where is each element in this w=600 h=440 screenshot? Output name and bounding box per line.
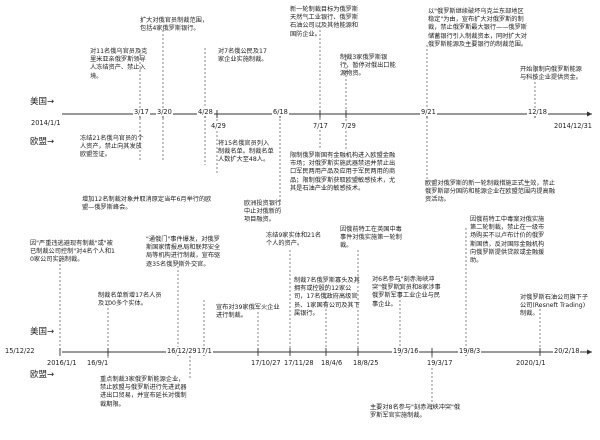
- tick-label: 18/4/6: [320, 359, 344, 367]
- tick-label: 15/12/22: [4, 347, 36, 355]
- us-2014-note: 制裁3家俄罗斯银行，暂停对俄出口能源物资。: [340, 54, 396, 78]
- eu-2014-note: 欧盟对俄罗斯的新一轮制裁措施正式生效，禁止俄罗斯部分国防和能源企业在欧盟范围内提…: [425, 180, 555, 204]
- tick-label: 2016/1/1: [46, 359, 78, 367]
- tick-label: 18/8/25: [352, 359, 380, 367]
- tick-label: 3/20: [156, 108, 173, 116]
- tick-label: 12/18: [527, 108, 549, 116]
- eu-2014-note: 将15名俄官员列入制裁名单。制裁名单人数扩大至48人。: [218, 140, 274, 164]
- us-2014-note: 对11名俄乌官员及克里米亚亲俄罗斯领导人冻结资产、禁止入境。: [90, 48, 148, 80]
- tick-label: 3/17: [133, 108, 150, 116]
- tick-label: 4/29: [210, 122, 227, 130]
- eu-2014-note: 限制俄罗斯国有金融机构进入欧盟金融市场；对俄罗斯实施武器禁运并禁止出口军民两用产…: [290, 152, 396, 192]
- us-2014-note: 以"俄罗斯继续破坏乌克兰东部地区稳定"为由，宣布扩大对俄罗斯的制裁，禁止俄罗斯最…: [428, 8, 527, 48]
- eu-2014-note: 冻结21名俄乌官员的个人资产，禁止向其发放欧盟签证。: [80, 135, 144, 159]
- tick-label: 19/3/17: [426, 359, 454, 367]
- eu-2014-note: 欧洲投资银行中止对俄新的项目融资。: [244, 200, 282, 224]
- tick-label: 16/12/29: [166, 347, 198, 355]
- top-timeline-axis-arrowhead: [587, 111, 592, 117]
- us-note: 因"严重违逃避现有制裁"或"被已制裁公司控制"对4名个人和10家公司实施制裁。: [30, 240, 115, 264]
- eu-note: 重点制裁3家俄罗斯能源企业，禁止欧盟与俄罗斯进行先进武器进出口贸易，并宣布延长对…: [100, 376, 187, 408]
- us-2014-note: 扩大对俄官员制裁范围，包括4家俄罗斯银行。: [140, 17, 209, 33]
- tick-label: 19/3/16: [392, 347, 420, 355]
- eu-2014-note: 增加12名制裁对象并取消原定当年6月举行的欧盟—俄罗斯峰会。: [82, 196, 212, 212]
- us-2014-note: 开始限制向俄罗斯能源与科技企业提供资金。: [520, 66, 582, 82]
- us-note: 制裁名单新增17名人员及100多个实体。: [98, 292, 162, 308]
- tick-label: 7/29: [340, 122, 357, 130]
- us-note: "通俄门"事件爆发，对俄罗斯国家情报总局和联邦安全局等机构进行制裁，宣布驱逐35…: [146, 236, 221, 268]
- tick-label: 9/21: [420, 108, 437, 116]
- tick-label: 20/2/18: [553, 347, 581, 355]
- top-eu-lane-label: 欧盟→: [30, 137, 55, 147]
- us-note: 因俄前特工在英国中毒事件对俄实施第一轮制裁。: [340, 226, 402, 250]
- bottom-eu-lane-label: 欧盟→: [30, 370, 55, 380]
- tick-label: 7/17: [312, 122, 329, 130]
- tick-label: 4/28: [197, 108, 214, 116]
- us-note: 对6名参与"刻赤海峡冲突"俄罗斯官员和8家涉事俄罗斯军事工业企业与民事企业。: [372, 276, 441, 308]
- tick-label: 17/1: [196, 347, 213, 355]
- us-note: 冻结9家实体和21名个人的资产。: [266, 232, 322, 248]
- tick-label: 2020/1/1: [515, 359, 547, 367]
- bottom-timeline-axis-arrowhead: [587, 349, 592, 355]
- us-2014-note: 对7名俄公民及17家企业实施制裁。: [218, 48, 268, 64]
- us-2014-note: 新一轮制裁目标为俄罗斯天然气工业银行、俄罗斯石油公司以及其他能源和国防企业。: [290, 6, 359, 38]
- eu-note: 主要对8名参与"刻赤海峡冲突"俄罗斯军官实施制裁。: [370, 404, 461, 420]
- tick-label: 19/8/3: [458, 347, 482, 355]
- tick-label: 17/10/27: [250, 359, 282, 367]
- us-note: 制裁7名俄罗斯寡头及其拥有或控股的12家公司，17名俄政府高级官员、1家国有公司…: [294, 277, 360, 317]
- top-us-lane-label: 美国→: [30, 97, 55, 107]
- tick-label: 16/9/1: [86, 359, 110, 367]
- tick-label: 17/11/28: [283, 359, 315, 367]
- tick-label: 6/18: [272, 108, 289, 116]
- us-note: 因俄前特工中毒案对俄实施第二轮制裁，禁止在一级市场购买不以卢布计价的俄罗斯国债，…: [470, 216, 545, 264]
- bottom-us-lane-label: 美国→: [30, 327, 55, 337]
- us-note: 宣布对39家俄军火企业进行制裁。: [216, 304, 280, 320]
- tick-label: 2014/12/31: [553, 122, 594, 130]
- tick-label: 2014/1/1: [30, 119, 62, 127]
- us-note: 对俄罗斯石油公司旗下子公司(Rosneft Trading)制裁。: [520, 294, 589, 318]
